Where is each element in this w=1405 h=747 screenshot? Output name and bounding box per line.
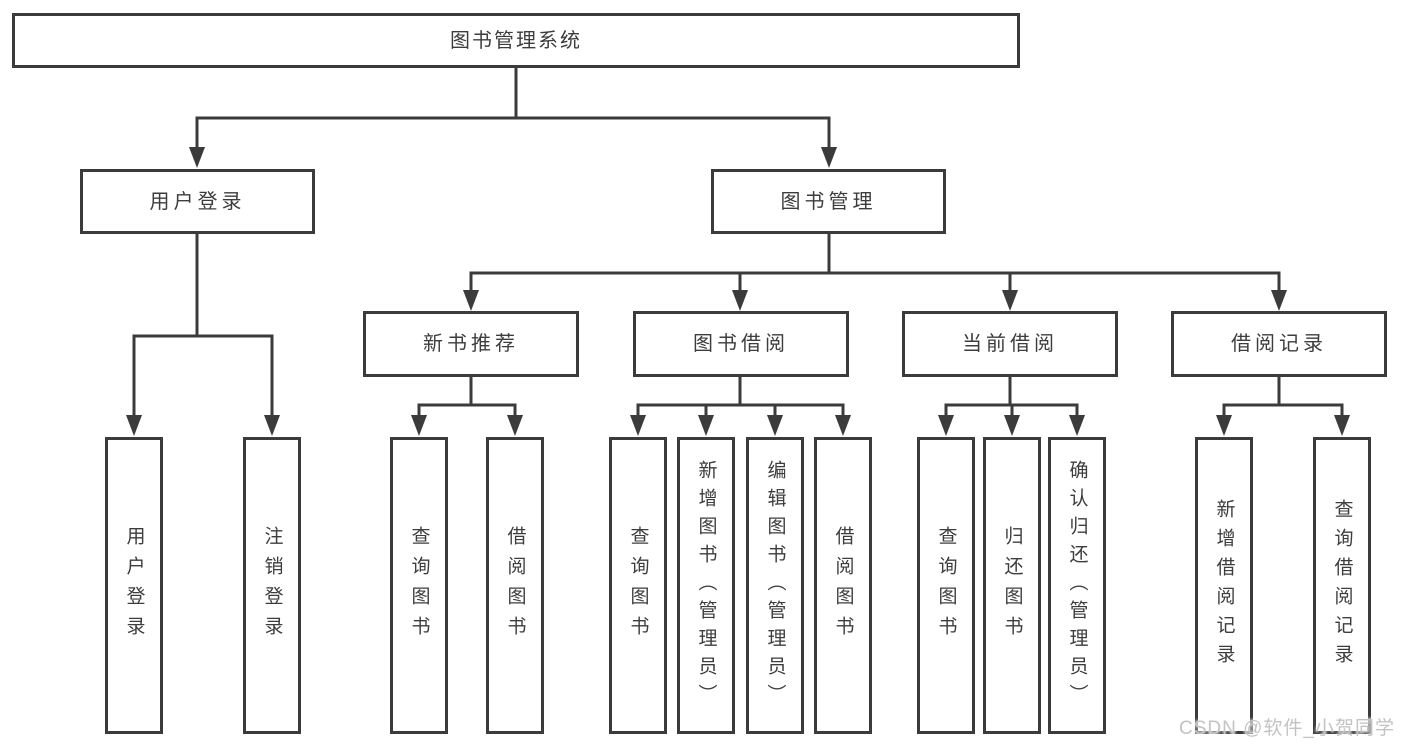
node-book-management: 图书管理 bbox=[711, 169, 946, 234]
node-book-borrowing: 图书借阅 bbox=[633, 311, 849, 377]
leaf-add-borrow-record: 新增借阅记录 bbox=[1195, 437, 1253, 734]
node-new-book-recommendation: 新书推荐 bbox=[363, 311, 579, 377]
node-user-login: 用户登录 bbox=[80, 169, 315, 234]
node-root-system: 图书管理系统 bbox=[12, 13, 1020, 68]
leaf-edit-books-admin: 编辑图书（管理员） bbox=[746, 437, 804, 734]
leaf-query-books-borrowing: 查询图书 bbox=[609, 437, 667, 734]
leaf-add-books-admin: 新增图书（管理员） bbox=[677, 437, 735, 734]
leaf-query-borrow-record: 查询借阅记录 bbox=[1313, 437, 1371, 734]
leaf-logout: 注销登录 bbox=[243, 437, 301, 734]
leaf-query-books-recommend: 查询图书 bbox=[390, 437, 448, 734]
leaf-return-books: 归还图书 bbox=[983, 437, 1041, 734]
leaf-borrow-books-borrowing: 借阅图书 bbox=[814, 437, 872, 734]
node-current-borrowing: 当前借阅 bbox=[902, 311, 1118, 377]
leaf-query-books-current: 查询图书 bbox=[917, 437, 975, 734]
leaf-confirm-return-admin: 确认归还（管理员） bbox=[1048, 437, 1106, 734]
csdn-watermark: CSDN @软件_小贺同学 bbox=[1179, 718, 1395, 739]
leaf-borrow-books-recommend: 借阅图书 bbox=[486, 437, 544, 734]
leaf-user-login: 用户登录 bbox=[105, 437, 163, 734]
node-borrowing-records: 借阅记录 bbox=[1171, 311, 1387, 377]
